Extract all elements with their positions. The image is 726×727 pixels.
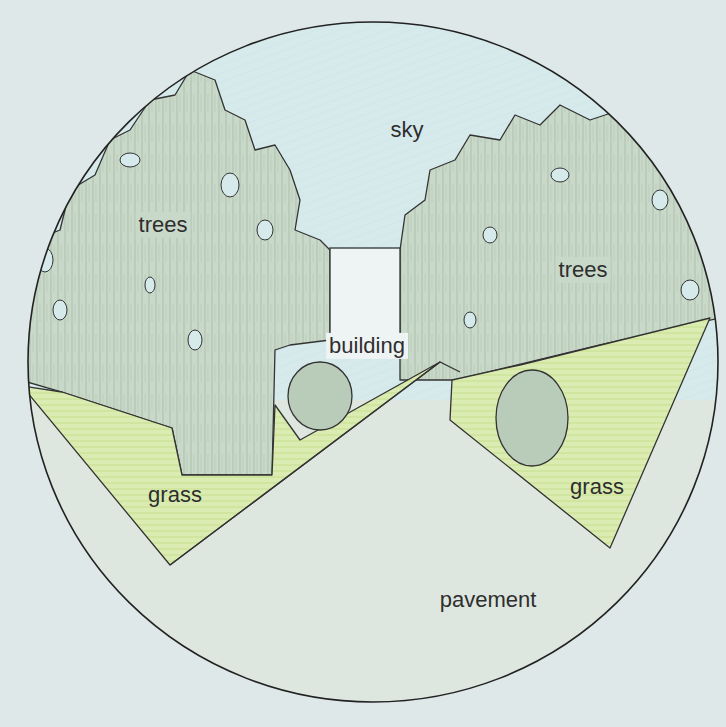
- region-label: grass: [567, 474, 627, 500]
- region-label: grass: [145, 482, 205, 508]
- region-label: pavement: [437, 587, 540, 613]
- region-label: trees: [136, 212, 191, 238]
- region-label: trees: [556, 257, 611, 283]
- region-label: sky: [388, 117, 427, 143]
- region-label: building: [326, 333, 408, 359]
